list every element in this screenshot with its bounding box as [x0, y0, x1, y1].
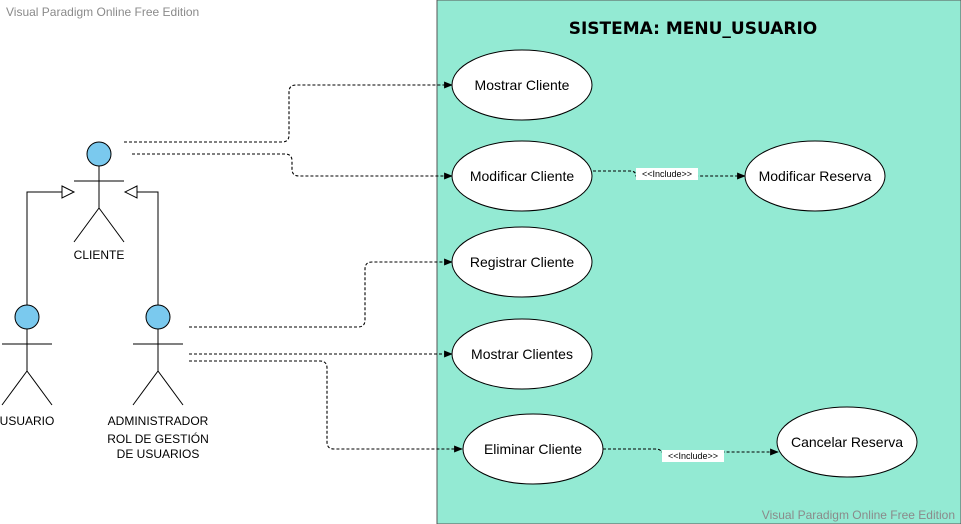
usecase-cancelar-reserva[interactable]: Cancelar Reserva	[776, 406, 918, 478]
include-cancelar-reserva	[603, 448, 779, 456]
actor-head	[14, 304, 40, 330]
assoc-admin-registrar-cliente	[189, 258, 453, 328]
usecase-label: Modificar Cliente	[470, 168, 574, 184]
usecase-modificar-cliente[interactable]: Modificar Cliente	[451, 140, 593, 212]
actor-head	[145, 304, 171, 330]
actor-head	[86, 141, 112, 167]
watermark-bottom: Visual Paradigm Online Free Edition	[762, 508, 955, 522]
generalization-administrador-cliente	[123, 185, 159, 305]
usecase-label: Mostrar Clientes	[471, 346, 573, 362]
generalization-usuario-cliente	[26, 185, 76, 305]
usecase-label: Eliminar Cliente	[484, 441, 582, 457]
include-label-1: <<Include>>	[642, 169, 692, 179]
actor-administrador[interactable]: ADMINISTRADOR ROL DE GESTIÓN DE USUARIOS	[107, 304, 209, 461]
usecase-eliminar-cliente[interactable]: Eliminar Cliente	[462, 413, 604, 485]
actor-label-administrador: ADMINISTRADOR	[108, 414, 209, 428]
usecase-mostrar-cliente[interactable]: Mostrar Cliente	[451, 49, 593, 121]
usecase-mostrar-clientes[interactable]: Mostrar Clientes	[451, 318, 593, 390]
include-label-bg-1	[636, 168, 698, 180]
actor-usuario[interactable]: USUARIO	[0, 304, 54, 428]
system-title: SISTEMA: MENU_USUARIO	[569, 19, 818, 39]
usecase-registrar-cliente[interactable]: Registrar Cliente	[451, 226, 593, 298]
include-label-2: <<Include>>	[668, 451, 718, 461]
administrador-note-line1: ROL DE GESTIÓN	[107, 431, 209, 446]
usecase-label: Cancelar Reserva	[791, 434, 903, 450]
actor-label-usuario: USUARIO	[0, 414, 54, 428]
assoc-cliente-mostrar-cliente	[124, 81, 453, 143]
usecase-label: Modificar Reserva	[759, 168, 872, 184]
assoc-cliente-modificar-cliente	[132, 153, 453, 180]
assoc-admin-eliminar-cliente	[189, 360, 463, 453]
actor-label-cliente: CLIENTE	[74, 248, 125, 262]
include-label-bg-2	[662, 450, 724, 462]
usecase-label: Mostrar Cliente	[475, 77, 570, 93]
watermark-top: Visual Paradigm Online Free Edition	[6, 5, 199, 19]
usecase-label: Registrar Cliente	[470, 254, 574, 270]
administrador-note-line2: DE USUARIOS	[117, 447, 200, 461]
usecase-modificar-reserva[interactable]: Modificar Reserva	[744, 140, 886, 212]
actor-cliente[interactable]: CLIENTE	[73, 141, 125, 262]
